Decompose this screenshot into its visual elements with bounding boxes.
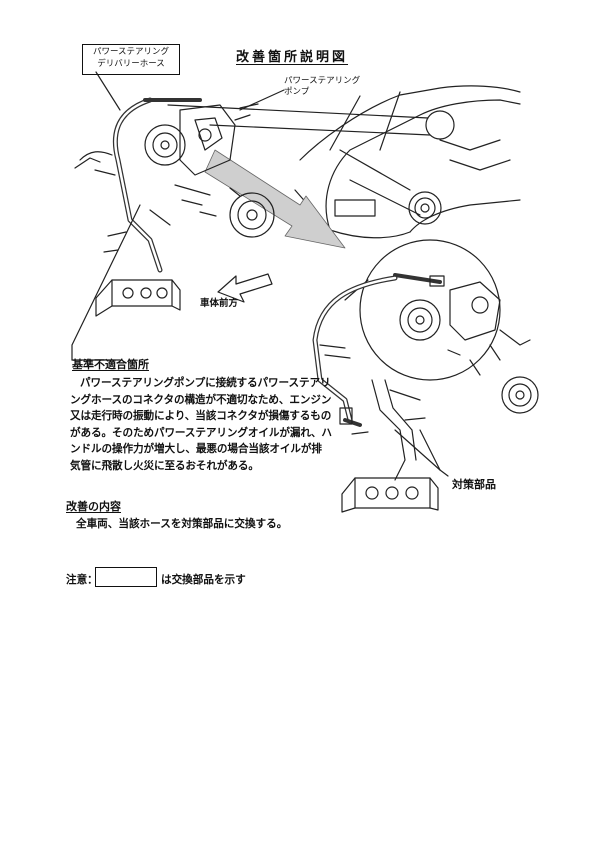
- front-direction-arrow: [217, 273, 273, 303]
- hose-callout-leader: [95, 71, 121, 111]
- remedy-heading: 改善の内容: [66, 500, 121, 513]
- remedy-description: 全車両、当該ホースを対策部品に交換する。: [76, 518, 288, 530]
- engine-detail-circle: [425, 110, 455, 140]
- original-hose-assembly: [74, 97, 202, 317]
- power-steering-pump-detail: [393, 273, 539, 414]
- pump-callout-label: パワーステアリング ポンプ: [284, 76, 360, 98]
- defect-heading: 基準不適合箇所: [72, 358, 149, 371]
- countermeasure-hose-assembly: [312, 275, 449, 513]
- countermeasure-part-label: 対策部品: [452, 478, 496, 491]
- defect-description: パワーステアリングポンプに接続するパワーステアリングホースのコネクタの構造が不適…: [70, 377, 332, 472]
- pump-callout-leader: [239, 89, 285, 111]
- pump-callout-line2: ポンプ: [284, 87, 310, 97]
- front-direction-label: 車体前方: [200, 298, 239, 309]
- hose-callout-line1: パワーステアリング: [92, 47, 170, 57]
- hose-callout-line2: デリバリーホース: [97, 59, 165, 69]
- power-steering-pump-upper: [144, 103, 275, 238]
- diagram-title: 改善箇所説明図: [236, 50, 349, 65]
- note-text: は交換部品を示す: [161, 574, 246, 586]
- note-label: 注意：: [66, 574, 98, 586]
- defect-leader: [71, 204, 141, 361]
- replacement-part-legend-box: [95, 567, 157, 587]
- pump-callout-line1: パワーステアリング: [284, 76, 361, 86]
- zoom-arrow: [204, 149, 346, 249]
- detail-magnifier-circle: [359, 239, 501, 381]
- hose-callout-label: パワーステアリング デリバリーホース: [82, 44, 180, 75]
- car-illustration: [294, 85, 521, 239]
